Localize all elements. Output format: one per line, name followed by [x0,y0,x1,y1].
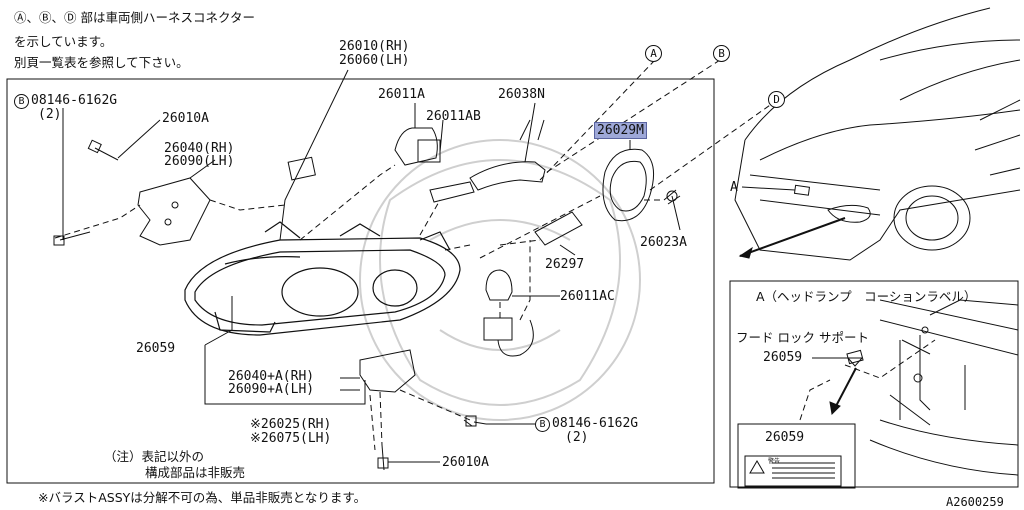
socket-26038n [469,161,546,191]
bulb-26297 [534,211,583,246]
car-label-a: A [730,180,738,195]
part-label-bolt-b-top-qty: (2) [38,107,62,122]
label-box-part-26059: 26059 [765,430,805,445]
ballast-note: ※バラストASSYは分解不可の為、単品非販売となります。 [38,490,367,505]
part-label-26090-lh: 26090(LH) [164,154,235,169]
marker-b-icon: B [14,94,29,109]
part-label-26038n: 26038N [498,87,545,102]
part-label-26010a-top: 26010A [162,111,209,126]
caution-label-sticker [287,156,316,181]
warning-text: 警告 [768,458,781,465]
part-label-26011ac: 26011AC [560,289,615,304]
part-label-26011a: 26011A [378,87,425,102]
part-label-26010-rh: 26010(RH) [339,39,410,54]
connector-note-line-3: 別頁一覧表を参照して下さい。 [14,55,189,70]
part-label-26060-lh: 26060(LH) [339,53,410,68]
bulb-26011ab [429,181,475,203]
part-label-26059: 26059 [136,341,176,356]
part-label-bolt-b-bottom-qty: (2) [565,430,589,445]
footnote-line-2: 構成部品は非販売 [145,465,246,480]
marker-b-icon: B [535,417,550,432]
part-label-26297: 26297 [545,257,585,272]
part-label-26075-lh: ※26075(LH) [250,431,332,446]
marker-d-icon: D [768,91,785,108]
vehicle-front-illustration [734,7,1021,261]
part-label-26090a-lh: 26090+A(LH) [228,382,315,397]
inset-part-label-26059: 26059 [763,350,803,365]
bulb-26011ac [485,269,513,301]
bulb-26011a [394,127,438,166]
part-label-26040-rh: 26040(RH) [164,141,235,156]
footnote-line-1: （注）表記以外の [104,449,205,464]
caution-label-inset-frame [729,280,1019,488]
inset-title: A（ヘッドランプ コーションラベル） [756,289,977,304]
hood-lock-support-label: フード ロック サポート [736,330,869,345]
ring-26029m [602,148,655,222]
bracket-lower [359,349,416,393]
part-label-26040a-rh: 26040+A(RH) [228,369,315,384]
bracket-upper [137,177,211,246]
part-label-26011ab: 26011AB [426,109,481,124]
part-label-26025-rh: ※26025(RH) [250,417,332,432]
part-label-26023a: 26023A [640,235,687,250]
part-label-26010a-bottom: 26010A [442,455,489,470]
connector-note-line-2: を示しています。 [14,34,113,49]
diagram-id: A2600259 [946,495,1004,509]
part-label-26029m: 26029M [594,122,647,139]
caution-label-box [737,423,856,489]
main-diagram-frame [6,78,715,484]
connector-note-line-1: Ⓐ、Ⓑ、Ⓓ 部は車両側ハーネスコネクター [14,10,255,25]
marker-a-icon: A [645,45,662,62]
marker-b-icon: B [713,45,730,62]
